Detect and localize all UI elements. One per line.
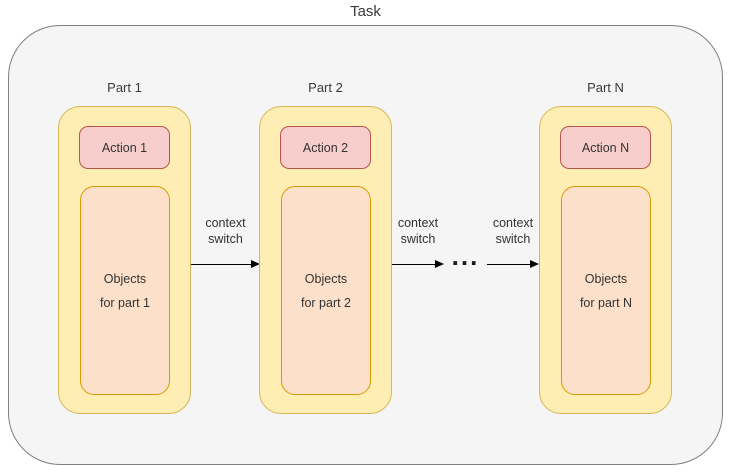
arrow-shaft-1 — [191, 264, 253, 265]
objects-box-2[interactable]: Objects for part 2 — [281, 186, 371, 395]
part-label-2: Part 2 — [308, 80, 343, 95]
context-switch-label-1a: context — [205, 216, 246, 230]
action-box-1[interactable]: Action 1 — [79, 126, 170, 169]
part-column-n: Part N Action N Objects for part N — [539, 80, 672, 415]
objects-line-1b: for part 1 — [99, 295, 151, 310]
context-switch-2: context switch — [392, 215, 444, 275]
arrow-shaft-2 — [392, 264, 437, 265]
arrow-head-2 — [435, 260, 444, 268]
objects-line-2a: Objects — [304, 271, 348, 286]
action-box-n[interactable]: Action N — [560, 126, 651, 169]
arrow-2 — [392, 260, 444, 269]
objects-line-na: Objects — [584, 271, 628, 286]
arrow-head-3 — [530, 260, 539, 268]
context-switch-label-2a: context — [397, 216, 439, 230]
context-switch-1: context switch — [191, 215, 260, 275]
arrow-shaft-3 — [487, 264, 532, 265]
arrow-1 — [191, 260, 260, 269]
context-switch-3: context switch — [487, 215, 539, 275]
ellipsis: ... — [451, 241, 480, 271]
action-box-2[interactable]: Action 2 — [280, 126, 371, 169]
arrow-head-1 — [251, 260, 260, 268]
objects-line-nb: for part N — [579, 295, 633, 310]
objects-box-n[interactable]: Objects for part N — [561, 186, 651, 395]
task-title: Task — [350, 3, 381, 20]
context-switch-label-3b: switch — [495, 232, 531, 246]
part-column-1: Part 1 Action 1 Objects for part 1 — [58, 80, 191, 415]
objects-box-1[interactable]: Objects for part 1 — [80, 186, 170, 395]
objects-line-2b: for part 2 — [300, 295, 352, 310]
context-switch-label-3a: context — [492, 216, 534, 230]
part-column-2: Part 2 Action 2 Objects for part 2 — [259, 80, 392, 415]
arrow-3 — [487, 260, 539, 269]
objects-line-1a: Objects — [103, 271, 147, 286]
context-switch-label-2b: switch — [400, 232, 436, 246]
part-label-n: Part N — [587, 80, 624, 95]
part-label-1: Part 1 — [107, 80, 142, 95]
context-switch-label-1b: switch — [208, 232, 243, 246]
